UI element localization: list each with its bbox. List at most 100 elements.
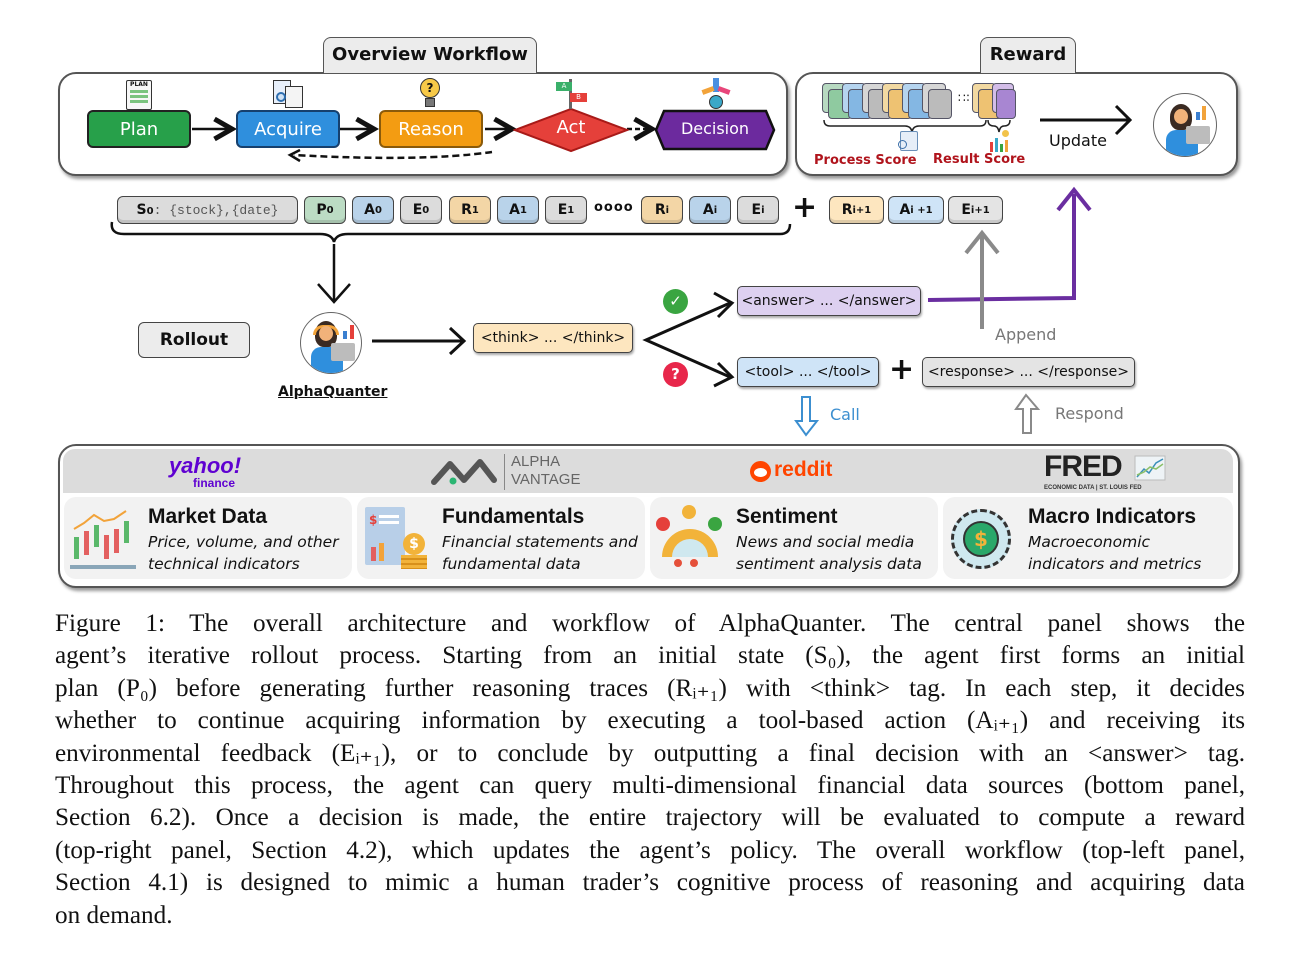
fred-logo: FRED ECONOMIC DATA | ST. LOUIS FED (1044, 452, 1174, 494)
candlestick-chart-icon (70, 507, 136, 571)
token-sub: 0 (422, 204, 430, 216)
fundamentals-desc-2: fundamental data (442, 555, 581, 573)
response-tag: <response> ... </response> (922, 357, 1135, 387)
token-sub: 0 (374, 204, 382, 216)
acquire-label: Acquire (254, 118, 322, 140)
figure-caption: Figure 1: The overall architecture and w… (55, 608, 1245, 932)
state-token-letter: S0 (136, 202, 154, 218)
agent-avatar (300, 312, 362, 374)
agent-avatar-reward (1153, 93, 1217, 157)
sentiment-title: Sentiment (736, 505, 838, 528)
token-sub: 0 (326, 204, 334, 216)
caption-line: whether to continue acquiring informatio… (55, 707, 1245, 735)
macro-indicators-title: Macro Indicators (1028, 505, 1197, 528)
token-letter: E (557, 202, 568, 218)
rollout-plus: + (889, 352, 915, 387)
answer-tag: <answer> ... </answer> (737, 286, 921, 316)
token-letter: R (461, 202, 472, 218)
agent-to-think-arrow (372, 326, 467, 356)
globe-gear-icon: $ (947, 505, 1015, 573)
arrow-act-acquire-loop (293, 150, 493, 160)
append-label: Append (995, 325, 1057, 344)
sentiment-desc-2: sentiment analysis data (736, 555, 922, 573)
financial-report-icon: $ $ (365, 507, 429, 571)
fred-chart-icon (1134, 455, 1166, 481)
reward-title: Reward (980, 37, 1076, 73)
token-sub: i (761, 204, 765, 216)
token-letter: E (751, 202, 762, 218)
reddit-logo: reddit (750, 458, 850, 486)
alpha-vantage-mark-icon (431, 459, 497, 485)
respond-arrow-icon (1014, 393, 1041, 434)
token-letter: R (654, 202, 666, 218)
fundamentals-title: Fundamentals (442, 505, 585, 528)
state-token: S0: {stock},{date} (117, 196, 298, 224)
token-sub: 1 (567, 204, 575, 216)
token-letter: E (961, 202, 971, 218)
token-letter: A (702, 202, 714, 218)
caption-line: on demand. (55, 901, 173, 929)
append-arrow (964, 229, 1000, 329)
yahoo-finance-logo: yahoo! finance (160, 453, 250, 490)
answer-to-reward-arrow (927, 186, 1092, 302)
signpost-ab-icon: A B (556, 79, 588, 109)
branch-arrows (642, 291, 735, 388)
yahoo-logo-name: yahoo! (168, 453, 242, 478)
token-sub: 1 (471, 204, 479, 216)
caption-line: environmental feedback (Eᵢ₊₁), or to con… (55, 739, 1245, 767)
direction-arrows-icon (700, 78, 732, 110)
document-search-icon (273, 80, 305, 110)
logo-strip (63, 449, 1233, 493)
call-arrow-icon (794, 396, 820, 437)
plan-label: Plan (119, 118, 159, 140)
decision-label: Decision (680, 119, 750, 138)
act-label: Act (556, 117, 586, 138)
token-letter: E (412, 202, 423, 218)
workflow-node-decision (654, 109, 776, 151)
token-letter: A (364, 202, 375, 218)
result-score-icon (988, 130, 1010, 152)
reward-trajectory-stack: ∷∷ (822, 83, 1017, 123)
macro-indicators-desc-1: Macroeconomic (1028, 533, 1151, 551)
call-label: Call (830, 405, 860, 424)
workflow-node-act (513, 107, 629, 153)
update-label: Update (1049, 131, 1107, 150)
token-letter: R (841, 202, 853, 218)
sentiment-desc-1: News and social media (736, 533, 915, 551)
caption-line: (top-right panel, Section 4.2), which up… (55, 836, 1245, 864)
update-arrow (1040, 104, 1133, 136)
source-card-macro-indicators: $ Macro Indicators Macroeconomic indicat… (943, 497, 1233, 579)
market-data-desc-2: technical indicators (148, 555, 300, 573)
market-data-desc-1: Price, volume, and other (148, 533, 339, 551)
rollout-label: Rollout (138, 322, 250, 358)
caption-line: plan (P₀) before generating further reas… (55, 674, 1245, 702)
reddit-logo-name: reddit (774, 458, 833, 481)
token-sub: i (665, 204, 670, 216)
alpha-vantage-logo: ALPHA VANTAGE (430, 452, 600, 492)
trajectory-ellipsis: oooo (594, 200, 634, 215)
token-letter: P (316, 202, 327, 218)
workflow-node-reason: Reason (379, 110, 483, 148)
fundamentals-desc-1: Financial statements and (442, 533, 638, 551)
think-tag: <think> ... </think> (473, 323, 633, 353)
loop-arrowhead (287, 148, 301, 163)
token-letter: A (509, 202, 520, 218)
trajectory-plus: + (792, 190, 818, 225)
workflow-node-plan: Plan (87, 110, 191, 148)
token-sub: i+1 (970, 204, 990, 216)
reddit-alien-icon (750, 461, 771, 482)
result-score-label: Result Score (933, 152, 1026, 167)
alpha-vantage-name: ALPHA (511, 453, 561, 470)
fred-logo-sub: ECONOMIC DATA | ST. LOUIS FED (1044, 485, 1142, 491)
agent-name: AlphaQuanter (278, 384, 388, 400)
source-card-sentiment: Sentiment News and social media sentimen… (650, 497, 938, 579)
